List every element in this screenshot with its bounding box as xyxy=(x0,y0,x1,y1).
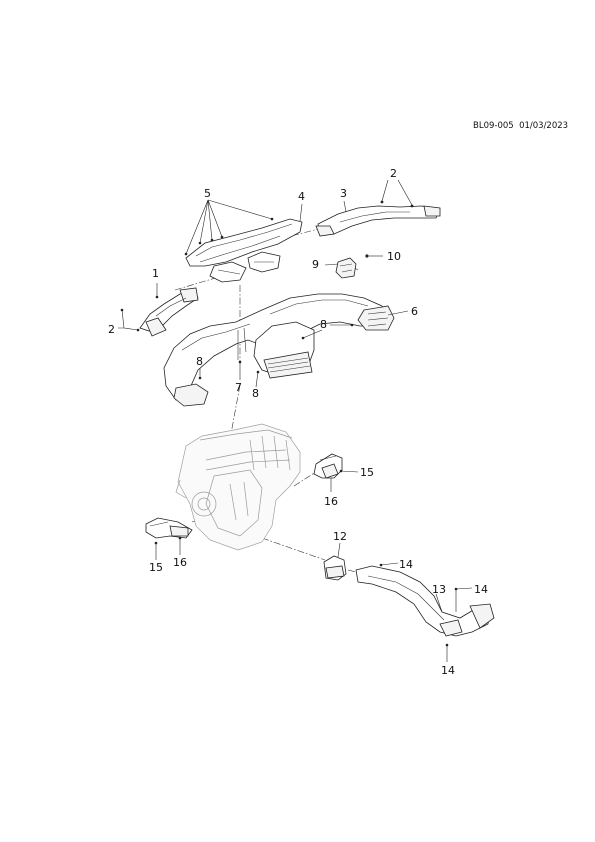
hvac-module-assembly xyxy=(175,423,301,551)
callout-16-left: 16 xyxy=(173,556,187,569)
upper-defroster-duct xyxy=(184,217,303,283)
callout-15-left: 15 xyxy=(149,561,163,574)
callout-13: 13 xyxy=(432,583,446,596)
callout-12: 12 xyxy=(333,530,347,543)
rear-duct-joint xyxy=(323,555,347,581)
callout-1: 1 xyxy=(152,267,159,280)
callout-5: 5 xyxy=(204,187,211,200)
leader-lines xyxy=(118,179,473,662)
callout-14-lower: 14 xyxy=(441,664,455,677)
right-side-demister-duct xyxy=(315,200,441,237)
callout-14-right: 14 xyxy=(474,583,488,596)
callout-8-left: 8 xyxy=(196,355,203,368)
callout-8-right: 8 xyxy=(320,318,327,331)
callout-2-right: 2 xyxy=(390,167,397,180)
rear-floor-duct xyxy=(355,563,495,647)
right-floor-duct-connector xyxy=(313,453,343,479)
callout-8-center: 8 xyxy=(252,387,259,400)
callout-9: 9 xyxy=(312,258,319,271)
callout-7: 7 xyxy=(235,381,242,394)
callout-4: 4 xyxy=(298,190,305,203)
callout-6: 6 xyxy=(411,305,418,318)
left-floor-duct-connector xyxy=(145,517,193,545)
callout-10: 10 xyxy=(387,250,401,263)
left-side-demister-duct xyxy=(120,287,199,337)
callout-16-right: 16 xyxy=(324,495,338,508)
callout-3: 3 xyxy=(340,187,347,200)
callout-labels: 1 2 3 2 4 5 9 10 6 8 8 7 8 15 16 15 16 1… xyxy=(108,167,488,677)
actuator-motor xyxy=(335,254,369,279)
instrument-panel-main-duct xyxy=(163,293,395,407)
callout-14-upper: 14 xyxy=(399,558,413,571)
callout-2-left: 2 xyxy=(108,323,115,336)
callout-15-right: 15 xyxy=(360,466,374,479)
drawing-reference-code: BL09-005 01/03/2023 xyxy=(473,121,569,131)
